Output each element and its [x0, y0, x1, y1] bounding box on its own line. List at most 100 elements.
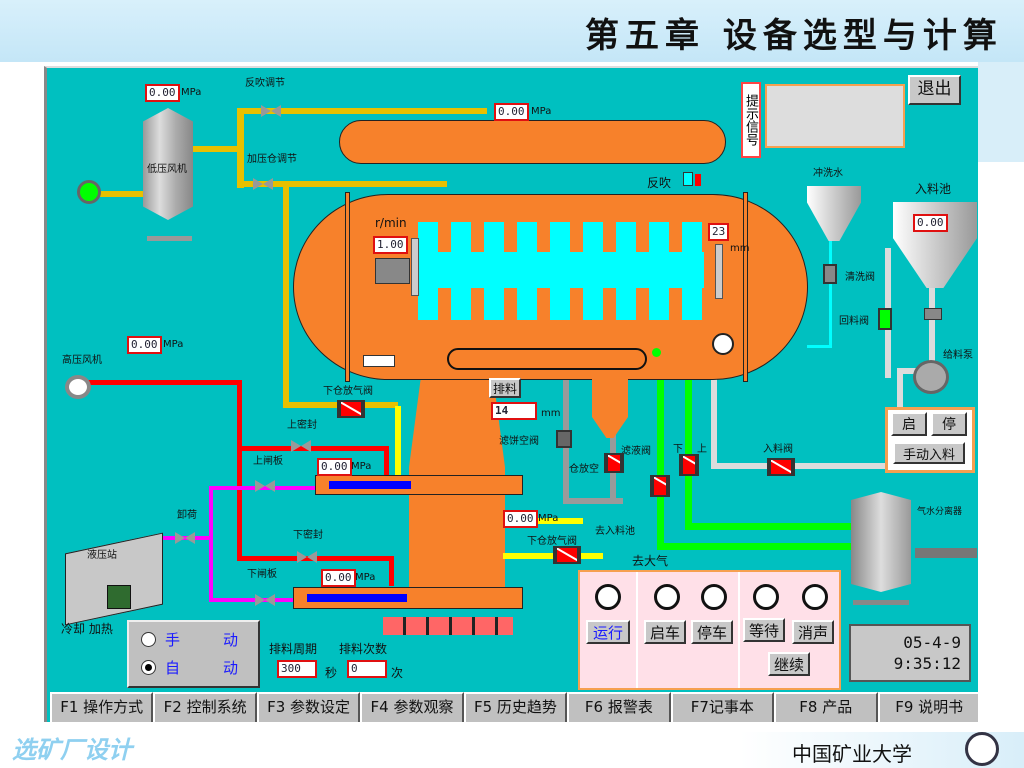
fkey-f4[interactable]: F4 参数观察: [360, 692, 464, 722]
clock-time: 9:35:12: [893, 654, 961, 673]
university-logo-icon: [965, 732, 999, 766]
blowback-label: 反吹: [647, 176, 672, 190]
lower-plate-bar: [307, 594, 407, 602]
count-label: 排料次数: [339, 642, 388, 656]
pipe: [503, 518, 583, 524]
lower-vent-valve[interactable]: [337, 400, 365, 418]
fkey-f1[interactable]: F1 操作方式: [50, 692, 154, 722]
pipe: [685, 523, 855, 530]
upper-gate-label: 上闸板: [253, 456, 283, 467]
manual-radio[interactable]: [141, 632, 156, 647]
rpm-value: 1.00: [373, 236, 408, 254]
to-feed-label: 去入料池: [595, 526, 635, 537]
bin-vent-label: 仓放空: [569, 464, 599, 475]
rinse-valve-label: 清洗阀: [845, 272, 875, 283]
lower-vent-label: 下仓放气阀: [323, 386, 373, 397]
fkey-f9[interactable]: F9 说明书: [877, 692, 978, 722]
vessel-flange: [345, 192, 350, 382]
pipe: [915, 548, 977, 558]
pipe: [563, 498, 623, 504]
pipe: [389, 556, 394, 586]
blowback-valve[interactable]: [683, 172, 693, 186]
pump-indicator-icon: [712, 333, 734, 355]
start-button[interactable]: 启车: [644, 620, 686, 644]
exit-button[interactable]: 退出: [908, 75, 961, 105]
fkey-f7[interactable]: F7记事本: [670, 692, 775, 722]
mm-label: mm: [730, 243, 750, 254]
feed-tank-valve[interactable]: [924, 308, 942, 320]
bin-vent-valve[interactable]: [604, 453, 624, 473]
manual-label-1: 手: [165, 631, 181, 649]
fkey-f3[interactable]: F3 参数设定: [256, 692, 361, 722]
footer-university: 中国矿业大学: [792, 742, 912, 766]
auto-radio[interactable]: [141, 660, 156, 675]
manual-label-2: 动: [223, 631, 239, 649]
pipe: [657, 378, 664, 548]
manual-feed-button[interactable]: 手动入料: [893, 442, 965, 464]
conveyor-belt: [447, 348, 647, 370]
slide-side-band: [978, 62, 1024, 162]
cake-vent-label: 滤饼空阀: [499, 436, 539, 447]
unit-label: MPa: [355, 572, 376, 583]
pump-stop-button[interactable]: 停: [931, 412, 967, 436]
fkey-f5[interactable]: F5 历史趋势: [463, 692, 568, 722]
feed-valve-label: 入料阀: [763, 444, 793, 455]
rpm-gauge: [411, 238, 419, 296]
stop-button[interactable]: 停车: [691, 620, 733, 644]
scada-panel: 低压风机 0.00 MPa 反吹调节 加压仓调节 0.00 MPa 反吹 r/m…: [44, 66, 978, 722]
wait-button[interactable]: 等待: [743, 618, 785, 642]
pump-start-button[interactable]: 启: [891, 412, 927, 436]
fkey-f2[interactable]: F2 控制系统: [153, 692, 257, 722]
cake-vent-valve[interactable]: [556, 430, 572, 448]
slide-header-band: [0, 0, 1024, 62]
exhaust-valve[interactable]: [553, 546, 581, 564]
pipe: [829, 228, 832, 348]
fkey-f8[interactable]: F8 产品: [774, 692, 878, 722]
discharge-button[interactable]: 排料: [489, 378, 521, 398]
pipe: [807, 345, 832, 348]
clock-date: 05-4-9: [903, 633, 961, 652]
cycle-unit: 秒: [325, 666, 338, 680]
vessel-display: [363, 355, 395, 367]
upper-plate: [315, 475, 523, 495]
rinse-valve[interactable]: [823, 264, 837, 284]
pipe: [657, 543, 857, 550]
tank-base: [147, 236, 192, 241]
clock-display: 05-4-9 9:35:12: [849, 624, 971, 682]
cycle-input[interactable]: 300: [277, 660, 317, 678]
motor-icon: [375, 258, 410, 284]
low-fan-pressure: 0.00: [145, 84, 180, 102]
lower-gate-valve[interactable]: [255, 594, 275, 606]
unit-label: MPa: [531, 106, 552, 117]
down-valve[interactable]: [650, 475, 670, 497]
fkey-f6[interactable]: F6 报警表: [567, 692, 671, 722]
return-valve[interactable]: [878, 308, 892, 330]
unload-valve[interactable]: [175, 532, 195, 544]
unload-label: 卸荷: [177, 510, 197, 521]
pipe: [237, 446, 387, 451]
lower-gate-label: 下闸板: [247, 569, 277, 580]
return-valve-label: 回料阀: [839, 316, 869, 327]
press-reg-valve[interactable]: [253, 178, 273, 190]
pipe: [711, 378, 717, 468]
separator-tank: [851, 492, 911, 592]
lower-seal-valve[interactable]: [297, 551, 317, 563]
feed-valve[interactable]: [767, 458, 795, 476]
count-input[interactable]: 0: [347, 660, 387, 678]
stop-lamp: [701, 584, 727, 610]
run-button[interactable]: 运行: [586, 620, 630, 644]
up-valve[interactable]: [679, 454, 699, 476]
upper-gate-valve[interactable]: [255, 480, 275, 492]
low-fan-label: 低压风机: [147, 164, 187, 175]
blowback-handle: [695, 174, 701, 186]
lower-plate-pressure: 0.00: [321, 569, 356, 587]
drum-pressure: 0.00: [494, 103, 529, 121]
cake-blocks: [383, 617, 513, 635]
hint-box: [765, 84, 905, 148]
upper-seal-valve[interactable]: [291, 440, 311, 452]
mute-button[interactable]: 消声: [792, 620, 834, 644]
press-reg-label: 加压仓调节: [247, 154, 297, 165]
vessel-flange: [743, 192, 748, 382]
continue-button[interactable]: 继续: [768, 652, 810, 676]
blow-reg-valve[interactable]: [261, 105, 281, 117]
